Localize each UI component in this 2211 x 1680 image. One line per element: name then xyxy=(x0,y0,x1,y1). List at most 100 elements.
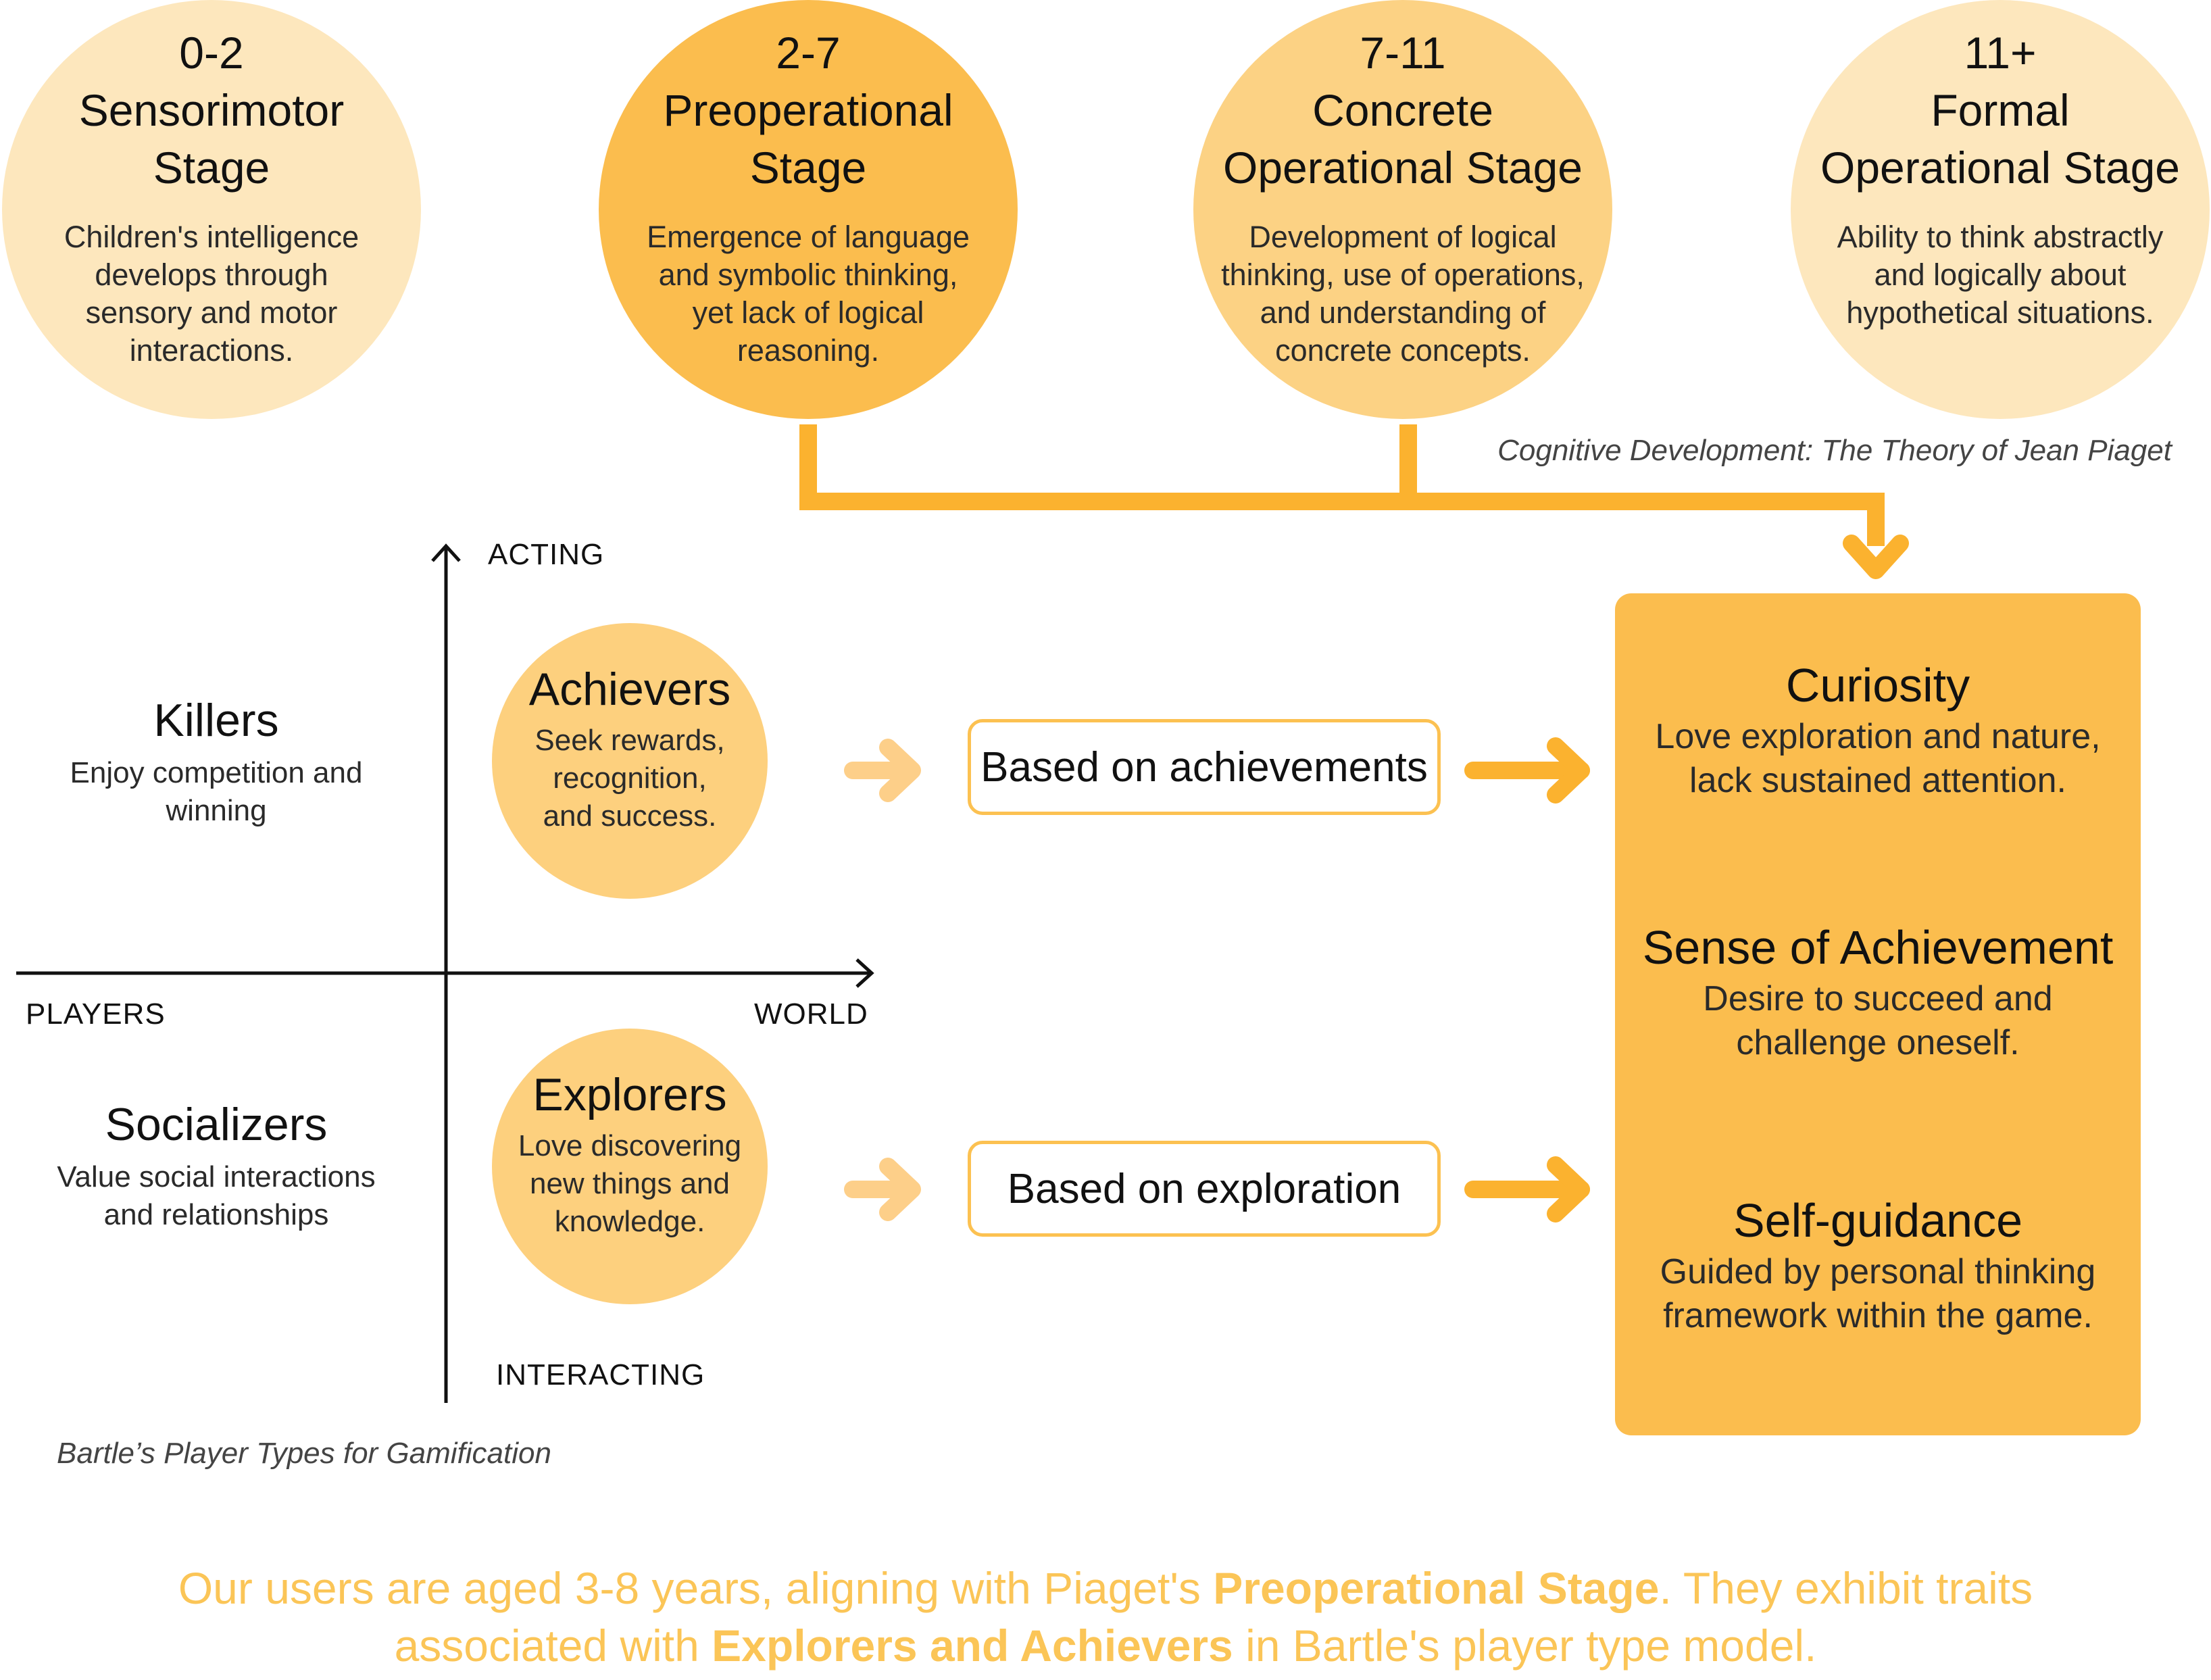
vertical-axis-arrowhead xyxy=(431,543,461,562)
stage-age: 0-2 xyxy=(179,28,244,78)
desc-line: Enjoy competition and xyxy=(70,756,363,789)
desc-line: Seek rewards, xyxy=(535,724,725,757)
bold-arrow-exploration xyxy=(1464,1156,1590,1222)
piaget-caption: Cognitive Development: The Theory of Jea… xyxy=(1497,434,2172,467)
desc-line: Ability to think abstractly xyxy=(1837,220,2164,254)
stage-title-line: Formal xyxy=(1931,85,2070,135)
axis-label-players: PLAYERS xyxy=(26,997,166,1031)
explorers-description: Love discovering new things and knowledg… xyxy=(518,1127,741,1241)
trait-title: Self-guidance xyxy=(1733,1194,2023,1247)
stage-title-line: Stage xyxy=(749,143,867,193)
stage-title-line: Sensorimotor xyxy=(78,85,345,135)
stage-title-line: Operational Stage xyxy=(1820,143,2181,193)
desc-line: reasoning. xyxy=(737,333,880,368)
stage-title-line: Concrete xyxy=(1312,85,1493,135)
desc-line: new things and xyxy=(529,1167,730,1200)
bartle-caption: Bartle’s Player Types for Gamification xyxy=(57,1437,551,1470)
summary-highlight: Preoperational Stage xyxy=(1213,1563,1660,1613)
summary-text-part: associated with xyxy=(394,1621,712,1671)
trait-sense-of-achievement: Sense of Achievement Desire to succeed a… xyxy=(1615,920,2141,1065)
achievers-description: Seek rewards, recognition, and success. xyxy=(535,722,724,835)
summary-text-part: Our users are aged 3-8 years, aligning w… xyxy=(178,1563,1214,1613)
stage-title-line: Stage xyxy=(153,143,270,193)
trait-description: Guided by personal thinking framework wi… xyxy=(1615,1250,2141,1338)
desc-line: concrete concepts. xyxy=(1275,333,1531,368)
desc-line: Value social interactions xyxy=(57,1160,376,1193)
summary-text-part: in Bartle's player type model. xyxy=(1233,1621,1817,1671)
desc-line: lack sustained attention. xyxy=(1689,761,2066,800)
stage-sensorimotor: 0-2 Sensorimotor Stage Children's intell… xyxy=(2,0,421,419)
desc-line: and success. xyxy=(543,799,717,833)
desc-line: interactions. xyxy=(129,333,294,368)
desc-line: challenge oneself. xyxy=(1736,1023,2020,1062)
horizontal-axis-arrowhead xyxy=(855,958,874,988)
desc-line: and relationships xyxy=(103,1198,329,1231)
bold-arrow-achievements xyxy=(1464,737,1590,804)
explorers-title: Explorers xyxy=(532,1069,727,1120)
desc-line: Love discovering xyxy=(518,1129,742,1162)
player-type-socializers: Socializers Value social interactions an… xyxy=(27,1097,405,1234)
killers-description: Enjoy competition and winning xyxy=(27,754,405,830)
summary-line-1: Our users are aged 3-8 years, aligning w… xyxy=(0,1560,2211,1617)
summary-line-2: associated with Explorers and Achievers … xyxy=(0,1617,2211,1675)
player-type-explorers: Explorers Love discovering new things an… xyxy=(492,1029,768,1304)
axis-label-acting: ACTING xyxy=(488,538,605,571)
stage-preoperational: 2-7 Preoperational Stage Emergence of la… xyxy=(599,0,1018,419)
summary-highlight: Explorers and Achievers xyxy=(712,1621,1233,1671)
desc-line: hypothetical situations. xyxy=(1846,295,2154,330)
desc-line: Development of logical xyxy=(1249,220,1557,254)
desc-line: Love exploration and nature, xyxy=(1655,717,2101,756)
stage-description: Ability to think abstractly and logicall… xyxy=(1837,218,2164,332)
desc-line: develops through xyxy=(95,257,328,292)
stage-age: 2-7 xyxy=(776,28,841,78)
desc-line: Desire to succeed and xyxy=(1703,979,2053,1018)
stage-connector-arrowhead xyxy=(1843,535,1909,579)
player-type-achievers: Achievers Seek rewards, recognition, and… xyxy=(492,623,768,899)
stage-formal-operational: 11+ Formal Operational Stage Ability to … xyxy=(1791,0,2210,419)
stage-concrete-operational: 7-11 Concrete Operational Stage Developm… xyxy=(1193,0,1612,419)
desc-line: yet lack of logical xyxy=(692,295,924,330)
desc-line: Emergence of language xyxy=(647,220,970,254)
desc-line: knowledge. xyxy=(554,1205,705,1238)
stage-connector-line xyxy=(799,424,1885,546)
pill-based-on-exploration: Based on exploration xyxy=(968,1141,1441,1237)
trait-title: Curiosity xyxy=(1785,659,1970,712)
axis-label-interacting: INTERACTING xyxy=(496,1358,705,1391)
trait-self-guidance: Self-guidance Guided by personal thinkin… xyxy=(1615,1193,2141,1338)
socializers-description: Value social interactions and relationsh… xyxy=(27,1158,405,1234)
stage-description: Development of logical thinking, use of … xyxy=(1221,218,1585,370)
pill-based-on-achievements: Based on achievements xyxy=(968,719,1441,815)
socializers-title: Socializers xyxy=(105,1099,328,1150)
summary-text: Our users are aged 3-8 years, aligning w… xyxy=(0,1560,2211,1675)
stage-title-line: Operational Stage xyxy=(1222,143,1583,193)
trait-description: Love exploration and nature, lack sustai… xyxy=(1615,715,2141,803)
stage-age: 7-11 xyxy=(1360,28,1446,78)
achievers-title: Achievers xyxy=(528,664,731,715)
desc-line: Children's intelligence xyxy=(64,220,359,254)
player-type-killers: Killers Enjoy competition and winning xyxy=(27,693,405,830)
traits-box: Curiosity Love exploration and nature, l… xyxy=(1615,593,2141,1435)
stage-description: Children's intelligence develops through… xyxy=(64,218,359,370)
desc-line: and symbolic thinking, xyxy=(658,257,958,292)
desc-line: thinking, use of operations, xyxy=(1221,257,1585,292)
desc-line: and logically about xyxy=(1874,257,2127,292)
desc-line: winning xyxy=(166,794,267,827)
desc-line: recognition, xyxy=(553,762,707,795)
stage-title-line: Preoperational xyxy=(663,85,953,135)
trait-title: Sense of Achievement xyxy=(1642,921,2114,974)
stage-description: Emergence of language and symbolic think… xyxy=(647,218,970,370)
desc-line: framework within the game. xyxy=(1663,1296,2093,1335)
light-arrow-achievers xyxy=(844,739,921,802)
trait-curiosity: Curiosity Love exploration and nature, l… xyxy=(1615,658,2141,803)
desc-line: Guided by personal thinking xyxy=(1660,1252,2096,1291)
axis-label-world: WORLD xyxy=(754,997,868,1031)
trait-description: Desire to succeed and challenge oneself. xyxy=(1615,977,2141,1065)
stage-age: 11+ xyxy=(1964,28,2037,78)
summary-text-part: . They exhibit traits xyxy=(1659,1563,2033,1613)
desc-line: and understanding of xyxy=(1260,295,1546,330)
light-arrow-explorers xyxy=(844,1158,921,1221)
killers-title: Killers xyxy=(153,695,279,746)
desc-line: sensory and motor xyxy=(85,295,338,330)
